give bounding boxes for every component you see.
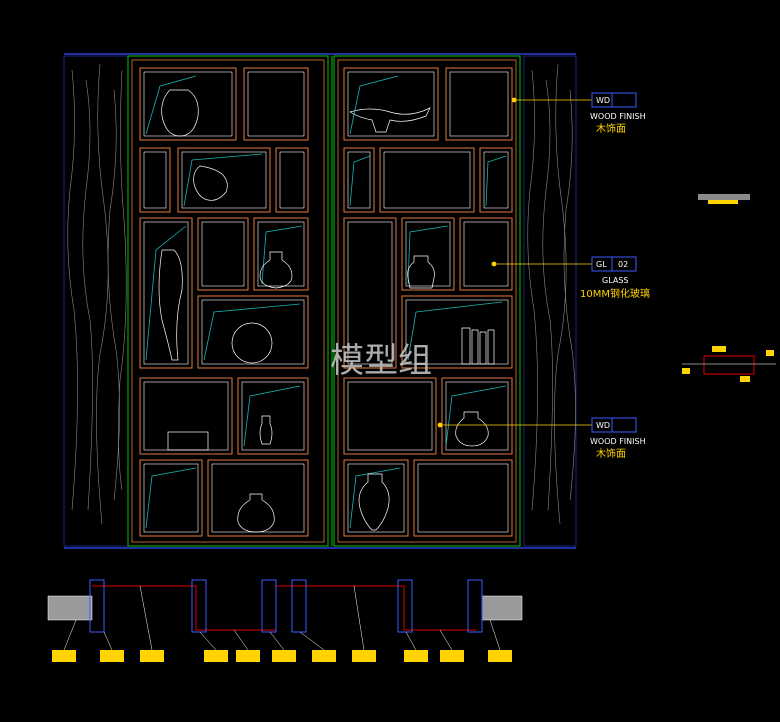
wall-panel-right: [523, 55, 577, 547]
plan-section: [47, 579, 523, 662]
tag-code: GL: [596, 260, 607, 269]
material-tag-wood-1: WD WOOD FINISH 木饰面: [590, 92, 646, 135]
material-tag-glass: GL 02 GLASS 10MM钢化玻璃: [580, 256, 650, 300]
detail-marks: [682, 194, 776, 382]
tag-en: WOOD FINISH: [590, 437, 646, 446]
tag-en: GLASS: [602, 276, 628, 285]
cabinet-door-right: [333, 55, 521, 547]
cabinet-door-left: [127, 55, 329, 547]
watermark: 模型组: [330, 341, 432, 381]
tag-en: WOOD FINISH: [590, 112, 646, 121]
tag-num: 02: [618, 260, 628, 269]
tag-cn: 10MM钢化玻璃: [580, 287, 650, 300]
tag-code: WD: [596, 421, 610, 430]
tag-cn: 木饰面: [596, 122, 626, 135]
material-tag-wood-2: WD WOOD FINISH 木饰面: [590, 417, 646, 460]
tag-cn: 木饰面: [596, 447, 626, 460]
leaders: [437, 97, 592, 428]
tag-code: WD: [596, 96, 610, 105]
wall-panel-left: [63, 55, 129, 547]
